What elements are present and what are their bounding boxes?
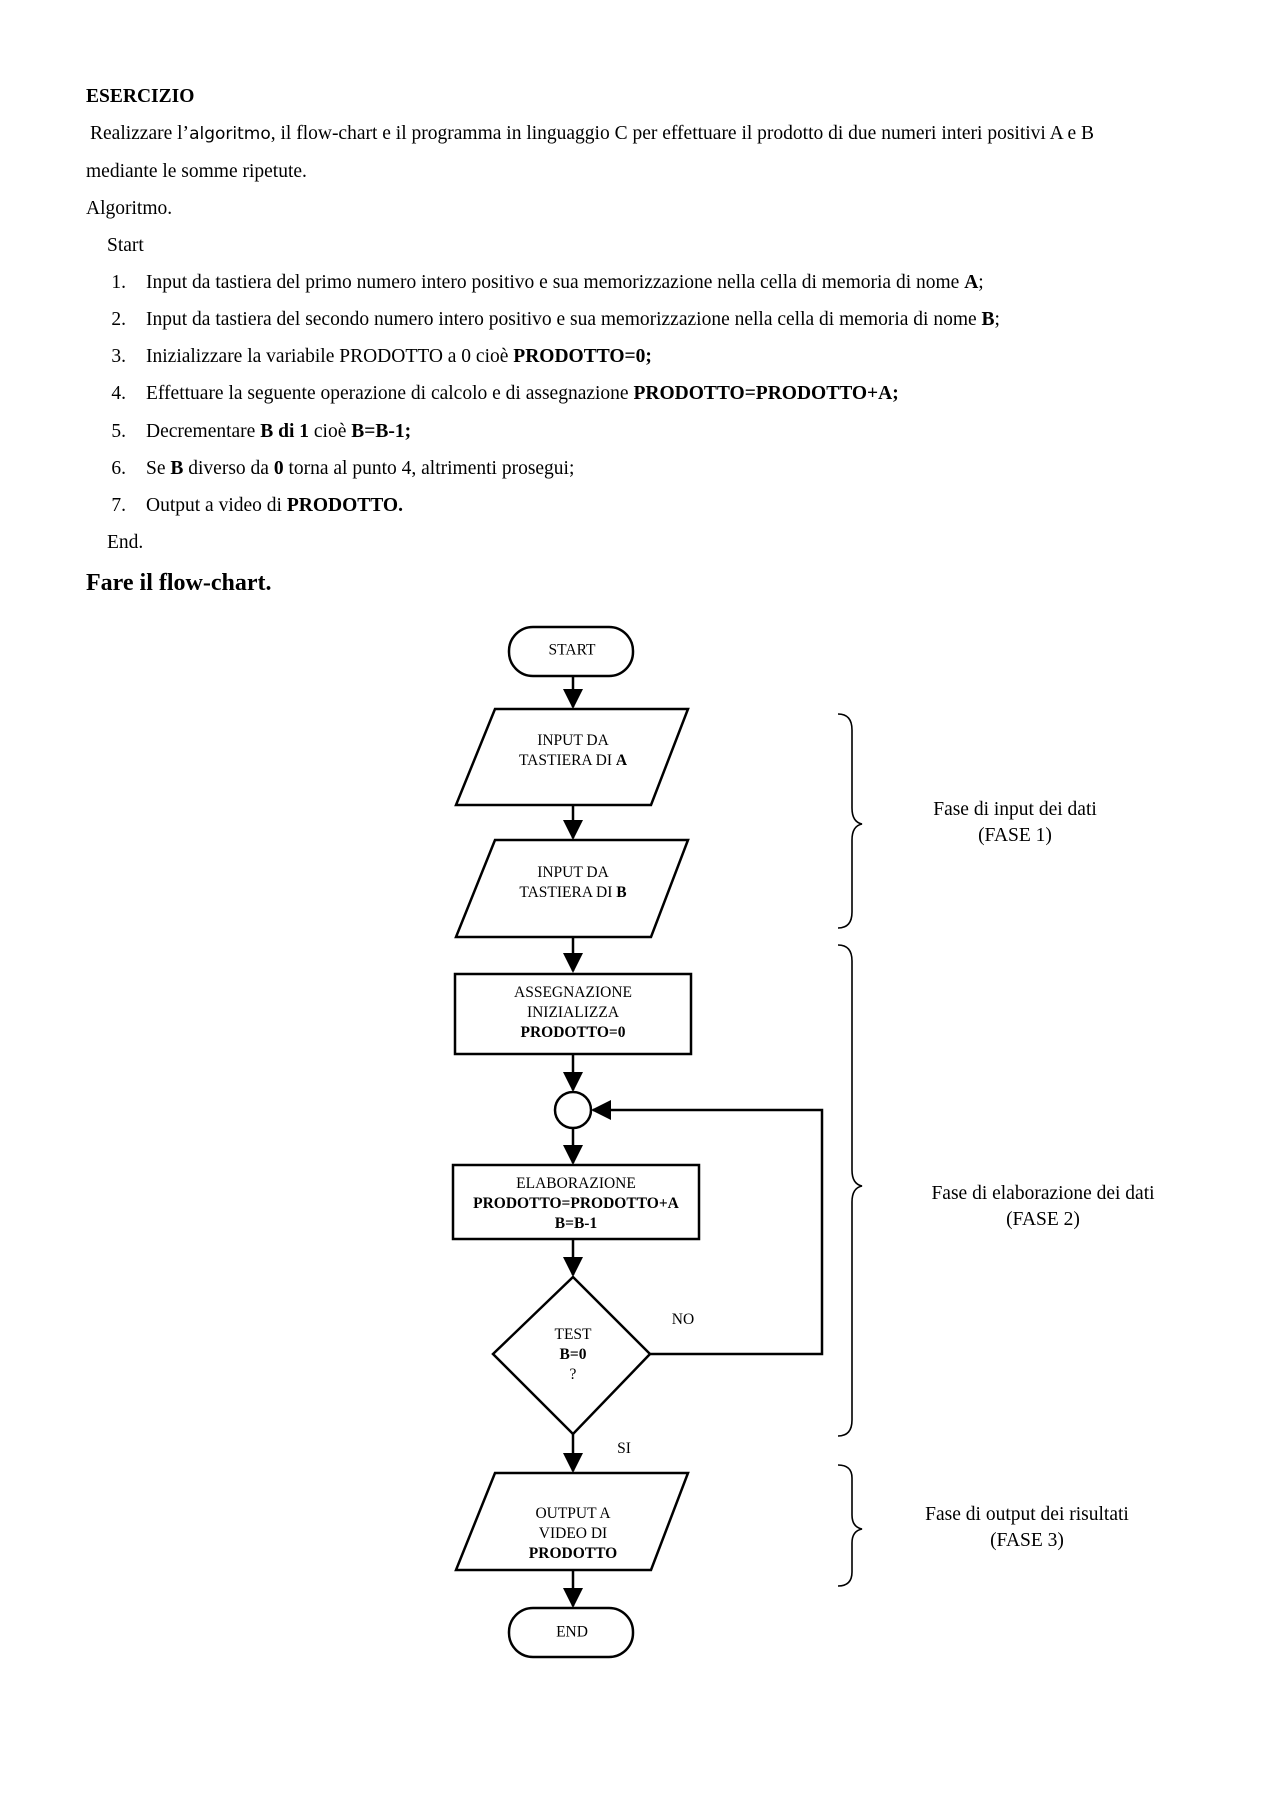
init-line2: INIZIALIZZA — [527, 1004, 620, 1021]
step-text: Input da tastiera del primo numero inter… — [146, 272, 984, 293]
test-decision-diamond — [491, 1275, 652, 1436]
desc-text: Realizzare l’ — [90, 123, 190, 144]
desc-keyword: algoritmo — [189, 124, 271, 144]
phase1-brace — [837, 713, 863, 929]
step-number: 1. — [111, 272, 126, 293]
output-line3: PRODOTTO — [529, 1545, 617, 1562]
input-a-line2: TASTIERA DI A — [519, 752, 628, 769]
phase1-line2: (FASE 1) — [978, 825, 1052, 846]
algorithm-end: End. — [107, 532, 144, 553]
step-number: 4. — [111, 383, 126, 404]
step-text: Decrementare B di 1 cioè B=B-1; — [146, 421, 412, 442]
init-line1: ASSEGNAZIONE — [514, 984, 632, 1001]
init-process-box — [453, 972, 693, 1056]
flowchart-heading: Fare il flow-chart. — [86, 570, 272, 596]
phase3-line1: Fase di output dei risultati — [925, 1504, 1129, 1525]
init-line3: PRODOTTO=0 — [520, 1024, 625, 1041]
step-text: Effettuare la seguente operazione di cal… — [146, 383, 899, 404]
algorithm-label: Algoritmo. — [86, 198, 173, 219]
phase3-brace — [837, 1464, 863, 1587]
start-terminal — [507, 625, 635, 678]
yes-branch-label: SI — [617, 1440, 631, 1457]
phase2-line2: (FASE 2) — [1006, 1209, 1080, 1230]
phase2-line1: Fase di elaborazione dei dati — [931, 1183, 1155, 1204]
output-line1: OUTPUT A — [535, 1505, 611, 1522]
exercise-title: ESERCIZIO — [86, 86, 195, 107]
step-number: 5. — [111, 421, 126, 442]
step-text: Output a video di PRODOTTO. — [146, 495, 403, 516]
exercise-description-line-1: Realizzare l’algoritmo, il flow-chart e … — [90, 123, 1094, 145]
test-line1: TEST — [554, 1326, 592, 1343]
start-label: START — [549, 642, 596, 659]
step-text: Input da tastiera del secondo numero int… — [146, 309, 1000, 330]
test-line2: B=0 — [560, 1346, 587, 1363]
no-branch-label: NO — [672, 1311, 694, 1328]
input-a-line1: INPUT DA — [537, 732, 609, 749]
step-number: 2. — [111, 309, 126, 330]
end-label: END — [556, 1624, 588, 1641]
algorithm-start: Start — [107, 235, 144, 256]
input-b-line2: TASTIERA DI B — [519, 884, 626, 901]
process-line3: B=B-1 — [555, 1215, 597, 1232]
test-line3: ? — [570, 1366, 577, 1383]
step-text: Inizializzare la variabile PRODOTTO a 0 … — [146, 346, 652, 367]
phase3-line2: (FASE 3) — [990, 1530, 1064, 1551]
process-line2: PRODOTTO=PRODOTTO+A — [473, 1195, 680, 1212]
input-a-parallelogram — [454, 707, 690, 807]
step-number: 3. — [111, 346, 126, 367]
input-b-line1: INPUT DA — [537, 864, 609, 881]
loop-back-connector — [591, 1100, 824, 1356]
input-b-parallelogram — [454, 838, 690, 939]
step-number: 6. — [111, 458, 126, 479]
step-text: Se B diverso da 0 torna al punto 4, altr… — [146, 458, 575, 479]
desc-text-rest: , il flow-chart e il programma in lingua… — [270, 123, 1095, 144]
elaboration-process-box — [451, 1163, 701, 1241]
exercise-description-line-2: mediante le somme ripetute. — [86, 161, 307, 182]
step-number: 7. — [111, 495, 126, 516]
output-parallelogram — [454, 1471, 690, 1572]
phase1-line1: Fase di input dei dati — [933, 799, 1097, 820]
output-line2: VIDEO DI — [539, 1525, 607, 1542]
loop-junction-circle — [553, 1090, 593, 1130]
end-terminal — [507, 1606, 635, 1659]
phase2-brace — [837, 944, 863, 1437]
process-line1: ELABORAZIONE — [516, 1175, 636, 1192]
